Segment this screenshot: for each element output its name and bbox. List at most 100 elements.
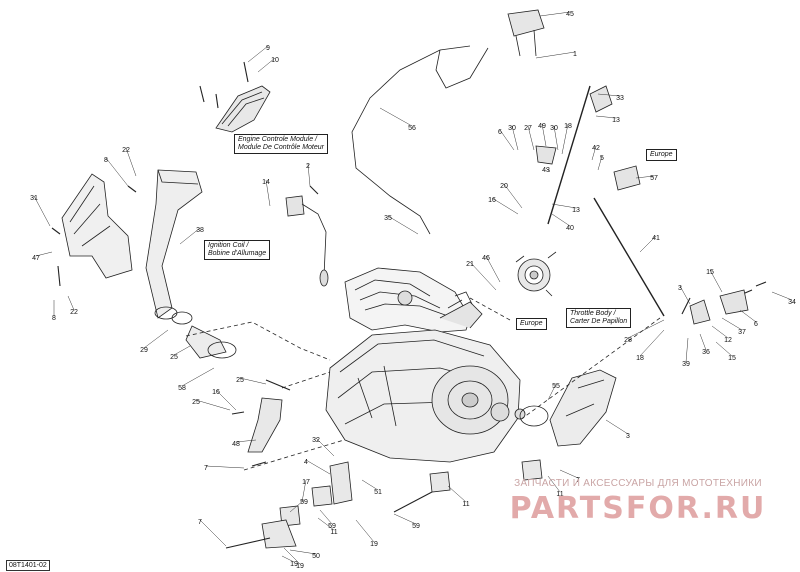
heat-shield-part [61, 173, 133, 279]
callout-leader [539, 11, 571, 17]
callout-number: 19 [370, 541, 378, 548]
callout-leader [699, 333, 707, 351]
ignition-label-line-1: Ignition Coil / [208, 242, 249, 249]
throttle-label-line-2: Carter De Papillon [570, 318, 628, 325]
callout-number: 29 [140, 347, 148, 354]
callout-leader [553, 125, 559, 151]
callout-leader [265, 179, 271, 207]
watermark: ЗАПЧАСТИ И АКСЕССУАРЫ ДЛЯ МОТОТЕХНИКИ PA… [488, 478, 788, 526]
callout-leader [387, 215, 419, 235]
callout-leader [595, 115, 617, 119]
ecm-part [215, 85, 271, 133]
callout-leader [319, 509, 333, 525]
ecm-label-box: Engine Controle Module / Module De Contr… [234, 134, 328, 154]
callout-leader [281, 555, 295, 563]
callout-number: 38 [196, 227, 204, 234]
callout-number: 35 [384, 215, 392, 222]
callout-leader [547, 383, 557, 401]
callout-number: 20 [500, 183, 508, 190]
callout-number: 37 [738, 329, 746, 336]
callout-number: 8 [52, 315, 56, 322]
callout-number: 58 [178, 385, 186, 392]
callout-number: 6 [754, 321, 758, 328]
callout-leader [561, 123, 569, 155]
callout-number: 47 [32, 255, 40, 262]
callout-leader [315, 437, 335, 457]
callout-number: 6 [498, 129, 502, 136]
throttle-cable [351, 45, 471, 235]
watermark-tagline: ЗАПЧАСТИ И АКСЕССУАРЫ ДЛЯ МОТОТЕХНИКИ [514, 478, 762, 489]
callout-number: 5 [600, 155, 604, 162]
rear-duct-part [519, 369, 617, 447]
callout-leader [307, 163, 311, 187]
callout-number: 13 [612, 117, 620, 124]
callout-number: 30 [508, 125, 516, 132]
callout-leader [105, 157, 129, 187]
callout-leader [545, 167, 551, 173]
callout-leader [215, 389, 237, 411]
diagram-code: 08T1401-02 [6, 560, 50, 571]
europe-label-box-1: Europe [646, 149, 677, 161]
callout-number: 59 [412, 523, 420, 530]
callout-number: 45 [566, 11, 574, 18]
callout-leader [503, 183, 523, 209]
callout-leader [173, 345, 191, 356]
callout-number: 17 [302, 479, 310, 486]
callout-leader [597, 155, 603, 171]
callout-number: 27 [524, 125, 532, 132]
callout-leader [685, 337, 689, 363]
callout-leader [709, 269, 723, 293]
callout-number: 11 [556, 491, 563, 498]
callout-leader [179, 227, 201, 245]
callout-leader [235, 439, 257, 443]
callout-number: 22 [122, 147, 130, 154]
callout-number: 19 [296, 563, 304, 570]
callout-leader [639, 329, 665, 357]
pedal-bracket-part [535, 85, 749, 325]
callout-leader [125, 147, 137, 177]
callout-number: 42 [592, 145, 600, 152]
callout-number: 43 [542, 167, 550, 174]
watermark-logo: PARTSFOR.RU [509, 491, 767, 526]
callout-leader [301, 479, 307, 503]
callout-number: 22 [70, 309, 78, 316]
callout-leader [181, 367, 215, 387]
intake-boot-part [171, 311, 237, 359]
shift-rod [593, 197, 665, 317]
ecm-label-line-1: Engine Controle Module / [238, 136, 317, 143]
callout-leader [205, 465, 245, 469]
callout-number: 48 [232, 441, 240, 448]
callout-number: 40 [566, 225, 574, 232]
callout-number: 16 [212, 389, 220, 396]
callout-leader [771, 291, 793, 301]
callout-leader [247, 45, 269, 63]
callout-number: 18 [636, 355, 644, 362]
callout-number: 2 [306, 163, 310, 170]
callout-number: 7 [198, 519, 202, 526]
callout-leader [485, 255, 501, 283]
throttle-lever-part [507, 9, 545, 57]
callout-leader [597, 93, 621, 97]
callout-leader [195, 399, 231, 411]
callout-number: 19 [290, 561, 298, 568]
callout-leader [591, 145, 597, 161]
callout-number: 15 [706, 269, 714, 276]
callout-leader [239, 377, 267, 385]
callout-number: 25 [236, 377, 244, 384]
callout-number: 25 [170, 354, 178, 361]
throttle-label-box: Throttle Body / Carter De Papillon [566, 308, 632, 328]
callout-leader [547, 475, 561, 493]
callout-leader [679, 285, 691, 305]
ignition-label-box: Ignition Coil / Bobine d'Allumage [204, 240, 271, 260]
callout-leader [447, 485, 467, 503]
callout-leader [551, 203, 577, 209]
europe-label-2: Europe [520, 320, 543, 327]
callout-number: 28 [624, 337, 632, 344]
throttle-label-line-1: Throttle Body / [570, 310, 616, 317]
callout-number: 31 [30, 195, 38, 202]
callout-number: 7 [576, 477, 580, 484]
callout-leader [541, 123, 547, 147]
callout-number: 41 [652, 235, 660, 242]
